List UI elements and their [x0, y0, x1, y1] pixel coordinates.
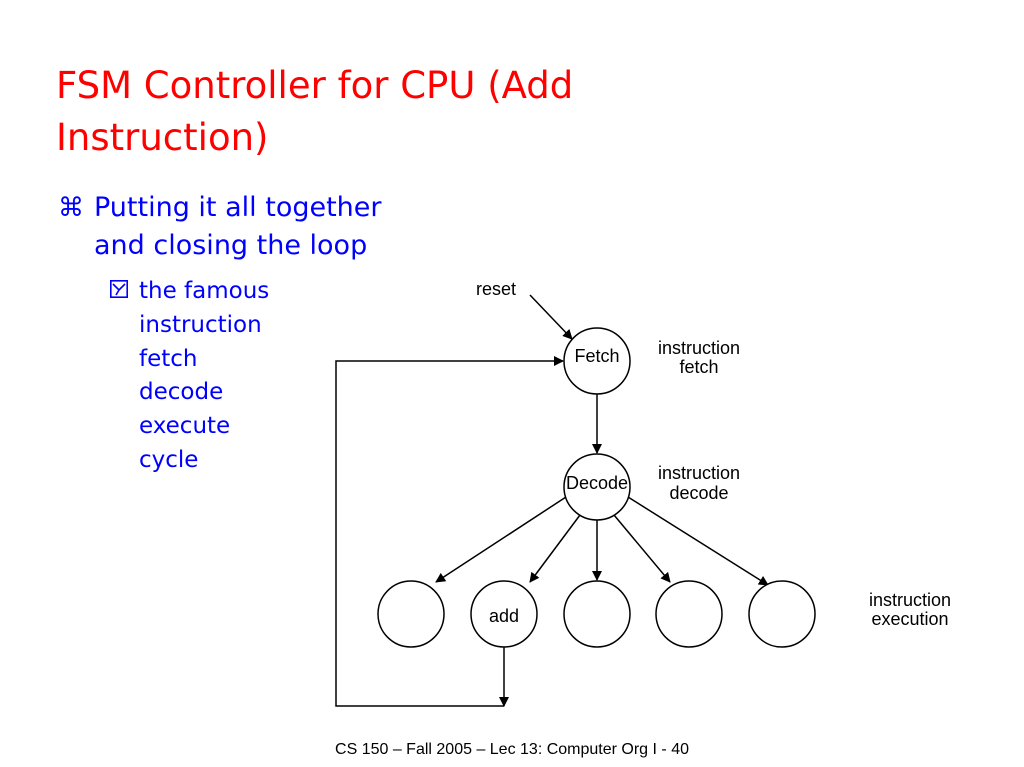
state-exec-4 — [655, 580, 723, 648]
phase-label-fetch-line1: instruction — [658, 338, 740, 358]
sub-bullet-line: execute — [139, 413, 231, 440]
main-bullet-line-1: Putting it all together — [94, 192, 382, 223]
state-exec-1 — [377, 580, 445, 648]
reset-label: reset — [476, 279, 516, 299]
decode-to-exec-5-arrow — [627, 496, 769, 586]
sub-bullet-line: fetch — [139, 345, 198, 372]
decode-to-add-arrow — [529, 514, 581, 583]
state-exec-5 — [748, 580, 816, 648]
decode-to-exec-1-arrow — [435, 496, 567, 583]
loop-back-arrow — [335, 356, 564, 707]
slide-footer: CS 150 – Fall 2005 – Lec 13: Computer Or… — [335, 741, 689, 758]
sub-bullet-line: instruction — [139, 311, 262, 338]
state-decode-label: Decode — [566, 473, 628, 493]
phase-label-fetch-line2: fetch — [679, 357, 718, 377]
checkbox-y-icon — [110, 280, 128, 298]
sub-bullet-line: the famous — [139, 278, 270, 304]
main-bullet-line-2: and closing the loop — [94, 230, 368, 261]
title-line-1: FSM Controller for CPU (Add — [56, 64, 574, 107]
state-decode: Decode — [563, 453, 631, 521]
slide-title: FSM Controller for CPU (Add Instruction) — [56, 60, 756, 164]
state-exec-3 — [563, 580, 631, 648]
decode-to-exec-4-arrow — [613, 514, 671, 583]
phase-label-decode-line1: instruction — [658, 463, 740, 483]
command-bullet-icon: ⌘ — [58, 193, 84, 223]
sub-bullet-line: decode — [139, 379, 224, 406]
phase-label-execution-line2: execution — [871, 609, 948, 629]
state-fetch: Fetch — [563, 327, 631, 395]
phase-label-decode-line2: decode — [669, 483, 728, 503]
reset-arrow — [529, 294, 573, 340]
state-fetch-label: Fetch — [574, 346, 619, 366]
sub-bullet-text: the famous instruction fetch decode exec… — [139, 275, 319, 478]
title-line-2: Instruction) — [56, 116, 269, 159]
sub-bullet-line: cycle — [139, 446, 199, 473]
state-add-label: add — [489, 606, 519, 626]
phase-label-execution-line1: instruction — [869, 590, 951, 610]
main-bullet-text: Putting it all together and closing the … — [94, 189, 454, 265]
state-add: add — [470, 580, 538, 648]
